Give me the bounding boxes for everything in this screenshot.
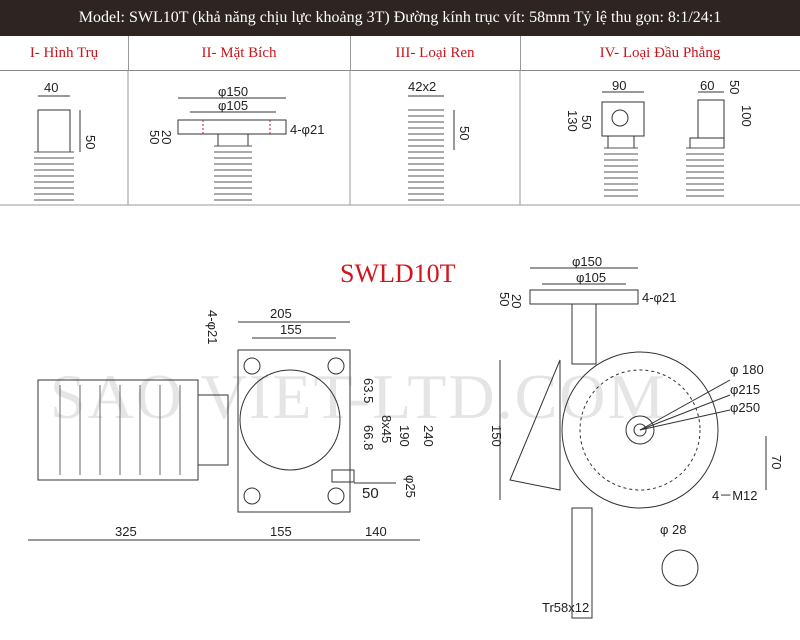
dimension-label: SWLD10T [340,259,456,288]
flat-head-type-drawing: 90 130 50 60 50 100 [565,78,754,197]
dimension-label: 90 [612,78,626,93]
dimension-label: 4－M12 [712,488,758,503]
side-view-drawing: φ150 φ105 50 20 4-φ21 150 φ 180 φ215 φ25… [489,254,784,619]
dimension-label: 50 [362,485,379,502]
dimension-label: 190 [397,425,412,447]
dimension-label: 50 [497,292,512,306]
dimension-label: 4-φ21 [205,310,220,344]
dimension-label: φ150 [572,254,602,269]
dimension-label: 70 [769,455,784,469]
dimension-label: φ150 [218,84,248,99]
dimension-label: 240 [421,425,436,447]
dimension-label: 50 [457,126,472,140]
dimension-label: φ 180 [730,362,764,377]
dimension-label: φ105 [576,270,606,285]
dimension-label: 50 [147,130,162,144]
dimension-label: 20 [159,130,174,144]
dimension-label: φ25 [403,475,418,498]
dimension-label: 66.8 [361,425,376,450]
tab-thread[interactable]: III- Loại Ren [350,36,521,70]
dimension-label: 20 [509,294,524,308]
dimension-label: 63.5 [361,378,376,403]
dimension-label: 40 [44,80,58,95]
dimension-label: 42x2 [408,79,436,94]
cylinder-type-drawing: 40 50 [34,80,98,201]
tab-flange[interactable]: II- Mặt Bích [128,36,351,70]
dimension-label: 50 [83,135,98,149]
dimension-label: Tr58x12 [542,600,589,615]
dimension-label: 100 [739,105,754,127]
dimension-label: 325 [115,524,137,539]
dimension-label: 155 [280,322,302,337]
dimension-label: 155 [270,524,292,539]
front-view-drawing: 325 155 140 205 155 4-φ21 63.5 66.8 8x45… [28,306,436,541]
dimension-label: 130 [565,110,580,132]
dimension-label: 4-φ21 [290,122,324,137]
model-header: Model: SWL10T (khả năng chịu lực khoảng … [0,0,800,36]
dimension-label: 205 [270,306,292,321]
dimension-label: φ250 [730,400,760,415]
dimension-label: 140 [365,524,387,539]
tab-flat-head[interactable]: IV- Loại Đầu Phẳng [599,45,721,61]
dimension-label: φ105 [218,98,248,113]
thread-type-drawing: 42x2 50 [408,79,472,201]
dimension-label: φ 28 [660,522,687,537]
tab-cylinder[interactable]: I- Hình Trụ [0,36,129,70]
watermark: SAO VIET-LTD.COM [50,361,667,432]
dimension-label: 150 [489,425,504,447]
dimension-label: 60 [700,78,714,93]
type-tabs: I- Hình Trụ II- Mặt Bích III- Loại Ren I… [0,36,800,71]
dimension-label: φ215 [730,382,760,397]
dimension-label: 8x45 [379,415,394,443]
dimension-label: 4-φ21 [642,290,676,305]
dimension-label: 50 [727,80,742,94]
flange-type-drawing: φ150 φ105 50 20 4-φ21 [147,84,324,201]
dimension-label: 50 [579,115,594,129]
